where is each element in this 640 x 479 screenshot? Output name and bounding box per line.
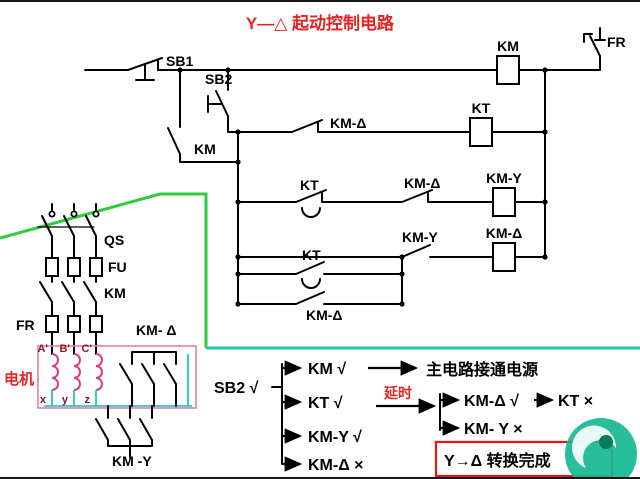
flow-sb2: SB2 √ xyxy=(214,380,259,397)
km-delta-nc1-label: KM-Δ xyxy=(330,115,367,131)
fuse-fu xyxy=(89,257,103,277)
supply-terminal xyxy=(92,210,100,218)
motor-winding xyxy=(95,353,103,391)
fu-label: FU xyxy=(108,259,127,275)
terminal-a-label: A' xyxy=(37,343,48,355)
km-coil-label: KM xyxy=(497,38,519,54)
fuse-fu xyxy=(67,257,81,277)
terminal-y-label: y xyxy=(62,394,69,406)
flow-km-y-on: KM-Y √ xyxy=(308,429,362,446)
green-section-border xyxy=(0,192,208,348)
km-delta-coil-label: KM-Δ xyxy=(486,225,523,241)
fr-contact xyxy=(583,27,606,71)
flow-done: Y→Δ 转换完成 xyxy=(444,451,551,470)
main-circuit: QS FU KM FR A' B' C' x y z 电机 xyxy=(4,203,197,469)
qs-label: QS xyxy=(104,232,124,248)
terminal-b-label: B' xyxy=(59,343,70,355)
flow-chart: SB2 √ KM √ 主电路接通电源 KT √ 延时 KM-Δ √ KT × K… xyxy=(214,360,614,477)
flow-branch-bus xyxy=(271,363,283,465)
flow-kt-off: KT × xyxy=(558,393,593,410)
km-aux-contact xyxy=(167,69,239,163)
km-aux-label: KM xyxy=(194,141,216,157)
fr-heater xyxy=(89,315,103,333)
fr-main-label: FR xyxy=(16,317,35,333)
terminal-x-label: x xyxy=(40,394,47,406)
km-y-main-contacts xyxy=(95,405,153,459)
km-delta-nc2-label: KM-Δ xyxy=(404,175,441,191)
flow-km-delta-off: KM-Δ × xyxy=(308,457,364,474)
cyan-wiring xyxy=(44,354,192,407)
km-delta-coil xyxy=(492,242,516,272)
flow-kt: KT √ xyxy=(308,395,343,412)
km-coil xyxy=(496,55,520,85)
row3-wire xyxy=(237,244,546,305)
sb2-start-button xyxy=(207,69,239,133)
kt-no-label: KT xyxy=(302,247,321,263)
km-y-no-label: KM-Y xyxy=(402,229,438,245)
kt-nc-label: KT xyxy=(300,177,319,193)
terminal-c-label: C' xyxy=(81,343,92,355)
sb2-label: SB2 xyxy=(205,71,232,87)
motor-winding xyxy=(51,353,59,391)
km-delta-main-contacts xyxy=(119,351,177,407)
sb1-label: SB1 xyxy=(166,53,193,69)
km-y-coil-label: KM-Y xyxy=(486,170,522,186)
motor-label: 电机 xyxy=(4,370,34,388)
km-y-main-label: KM -Y xyxy=(112,453,152,469)
control-circuit: SB1 KM SB2 KM-Δ KT KT KM-Δ KM-Y KM-Y KM-… xyxy=(84,27,626,323)
flow-delay: 延时 xyxy=(383,385,412,401)
fuse-fu xyxy=(45,257,59,277)
kt-coil-label: KT xyxy=(472,100,491,116)
fr-heater xyxy=(67,315,81,333)
km-main-label: KM xyxy=(104,285,126,301)
km-main-contacts xyxy=(39,281,97,303)
km-delta-no-label: KM-Δ xyxy=(306,307,343,323)
fr-label: FR xyxy=(607,34,626,50)
kt-coil xyxy=(469,117,493,147)
flow-km-y-off: KM- Y × xyxy=(464,421,523,438)
motor-winding xyxy=(73,353,81,391)
page-title: Y—△ 起动控制电路 xyxy=(246,13,395,33)
supply-terminal xyxy=(70,210,78,218)
km-delta-main-label: KM- Δ xyxy=(136,322,176,338)
row2-wire xyxy=(237,189,546,218)
terminal-z-label: z xyxy=(85,394,91,406)
supply-stubs xyxy=(51,203,97,211)
flow-km-delta-on: KM-Δ √ xyxy=(464,393,519,410)
supply-terminal xyxy=(48,210,56,218)
junction-dots xyxy=(177,67,548,307)
flow-main-on: 主电路接通电源 xyxy=(426,360,538,379)
fr-heater xyxy=(45,315,59,333)
row5-wire xyxy=(237,291,403,305)
watermark-logo xyxy=(565,418,637,477)
phase-lines xyxy=(51,235,97,355)
row1-wire xyxy=(237,119,546,133)
km-y-coil xyxy=(492,187,516,217)
motor-wiring-box xyxy=(37,345,197,409)
row4-wire xyxy=(237,261,403,289)
sb1-stop-button xyxy=(127,57,163,81)
qs-switch xyxy=(37,215,97,237)
flow-km: KM √ xyxy=(308,361,346,378)
